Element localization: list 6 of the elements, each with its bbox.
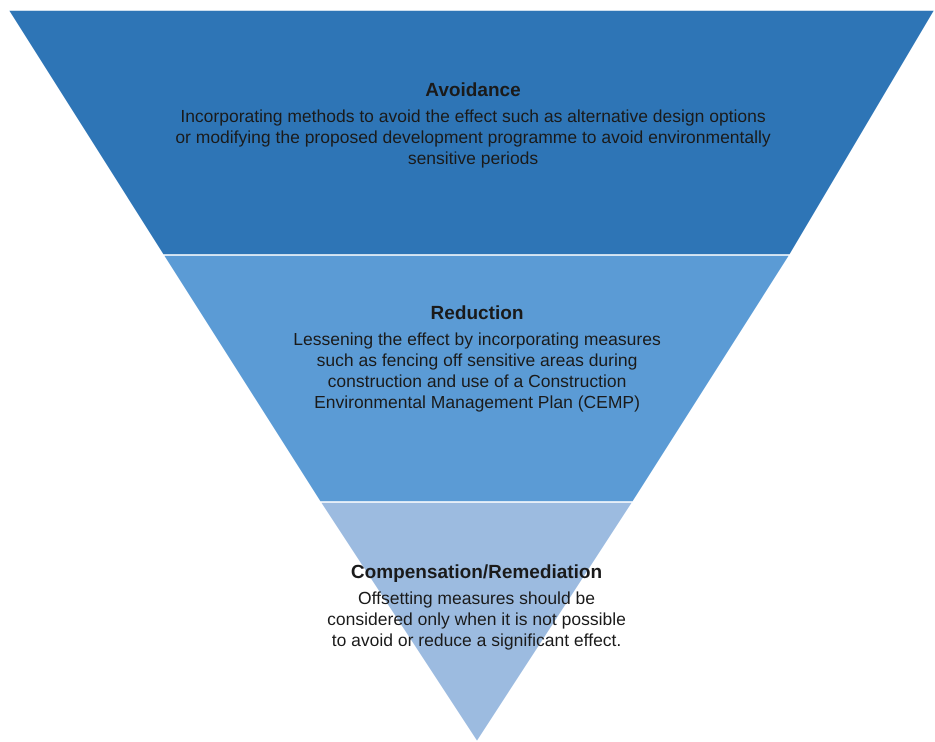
band-description: Lessening the effect by incorporating measures such as fencing off sensitive areas during construction and use of a Construction Environmental Management Plan (CEMP) [292,329,662,413]
band-heading: Avoidance [424,80,522,102]
band-description: Offsetting measures should be considered only when it is not possible to avoid or reduce a significant effect. [326,588,627,651]
band-description: Incorporating methods to avoid the effect such as alternative design options or modifying the proposed development programme to avoid environmentally sensitive periods [174,106,772,169]
band-heading: Compensation/Remediation [350,562,604,584]
band-heading: Reduction [430,303,524,325]
